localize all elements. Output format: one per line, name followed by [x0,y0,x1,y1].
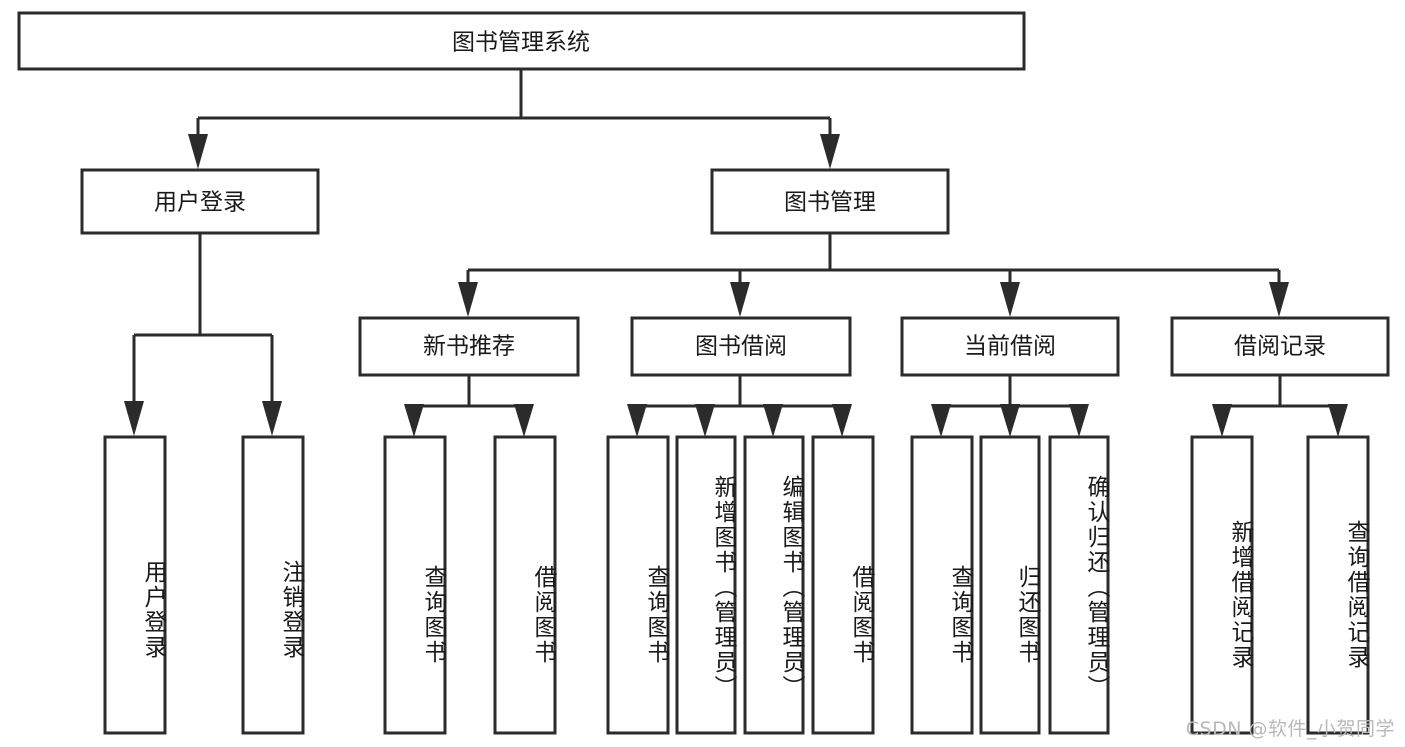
arrowhead-leaf-user-login [124,401,144,436]
connector-group-new-book-rec [404,375,534,437]
arrowhead-leaf-borrow-book-a [514,404,534,437]
arrowhead-leaf-edit-book [763,404,783,437]
node-current-borrow-label: 当前借阅 [964,334,1056,360]
node-user-login-label: 用户登录 [154,190,246,216]
arrowhead-leaf-query-book-a [404,404,424,437]
connector-group-book-mgmt [458,233,1289,317]
arrowhead-leaf-add-book [695,404,715,437]
node-book-management-box[interactable] [710,168,950,235]
arrowhead-user-login [188,134,208,169]
arrowhead-leaf-query-record [1328,404,1348,437]
leaf-box-query-book-a[interactable] [383,435,447,735]
node-current-borrow[interactable]: 当前借阅 [900,316,1120,377]
leaf-box-query-book-c[interactable] [910,435,974,735]
leaf-box-confirm-return[interactable] [1048,435,1110,735]
node-book-borrow-label: 图书借阅 [695,334,787,360]
leaf-box-borrow-book-a[interactable] [493,435,557,735]
connector-group-current-borrow [931,375,1089,437]
node-book-borrow-box[interactable] [630,316,852,377]
arrowhead-leaf-return-book [1000,404,1020,437]
arrowhead-book-mgmt [820,134,840,169]
arrowhead-leaf-confirm-return [1069,404,1089,437]
arrowhead-leaf-query-book-b [627,404,647,437]
connector-group-root [188,69,840,169]
leaf-box-borrow-book-b[interactable] [811,435,875,735]
leaf-box-return-book[interactable] [979,435,1041,735]
arrowhead-new-book-rec [458,282,478,317]
node-user-login[interactable]: 用户登录 [80,168,320,235]
node-borrow-record[interactable]: 借阅记录 [1170,316,1390,377]
arrowhead-leaf-borrow-book-b [832,404,852,437]
node-root-system-label: 图书管理系统 [452,30,590,56]
node-book-borrow[interactable]: 图书借阅 [630,316,852,377]
node-new-book-recommend[interactable]: 新书推荐 [358,316,580,377]
node-borrow-record-label: 借阅记录 [1234,334,1326,360]
node-borrow-record-box[interactable] [1170,316,1390,377]
node-new-book-recommend-label: 新书推荐 [423,334,515,360]
leaf-box-query-book-b[interactable] [606,435,670,735]
arrowhead-leaf-logout [262,401,282,436]
leaf-box-logout[interactable] [241,435,305,735]
leaf-box-add-record[interactable] [1190,435,1254,735]
connector-group-borrow-record [1212,375,1348,437]
leaf-box-query-record[interactable] [1306,435,1370,735]
csdn-watermark: CSDN @软件_小贺同学 [1185,718,1395,740]
arrowhead-leaf-add-record [1212,404,1232,437]
node-new-book-recommend-box[interactable] [358,316,580,377]
connector-group-book-borrow [627,375,852,437]
leaf-box-user-login[interactable] [103,435,167,735]
leaf-box-edit-book[interactable] [743,435,805,735]
connector-group-user-login [124,233,282,436]
node-current-borrow-box[interactable] [900,316,1120,377]
node-root-system-box[interactable] [17,11,1026,71]
arrowhead-leaf-query-book-c [931,404,951,437]
node-user-login-box[interactable] [80,168,320,235]
node-book-management[interactable]: 图书管理 [710,168,950,235]
arrowhead-borrow-record [1269,282,1289,317]
arrowhead-book-borrow [730,282,750,317]
node-book-management-label: 图书管理 [784,190,876,216]
leaf-box-add-book[interactable] [675,435,737,735]
arrowhead-current-borrow [1000,282,1020,317]
node-root-system[interactable]: 图书管理系统 [17,11,1026,71]
